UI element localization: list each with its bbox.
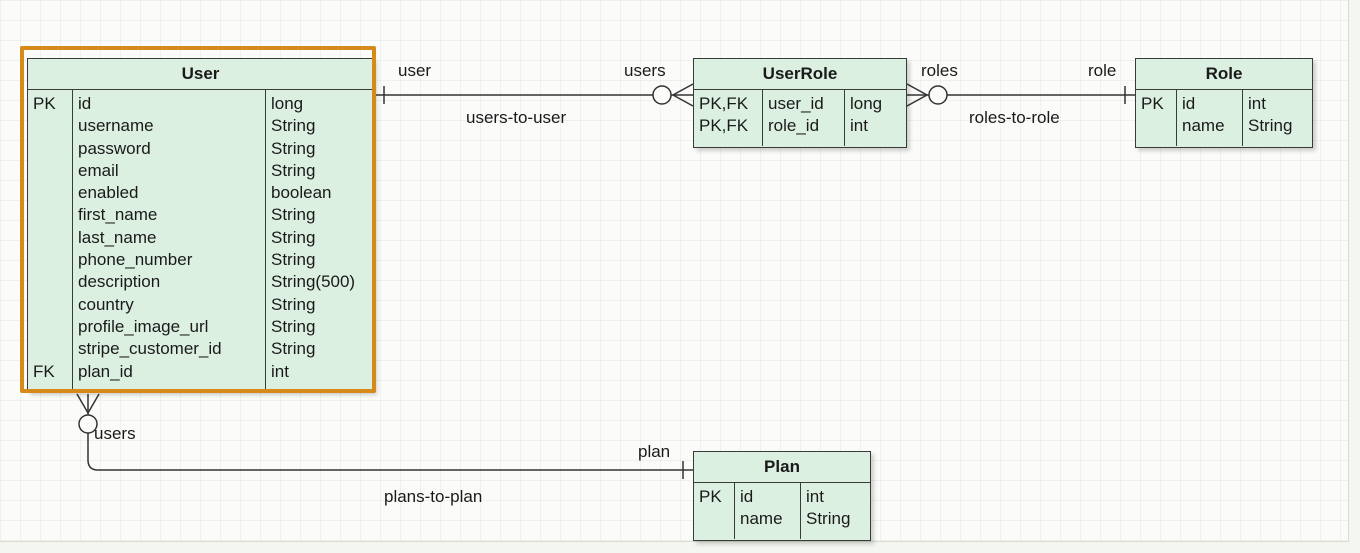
relation-name-plans-to-plan: plans-to-plan (384, 487, 483, 506)
type-column: long String String String boolean String… (265, 90, 373, 390)
field-column: id username password email enabled first… (72, 90, 265, 390)
field-type: String (271, 250, 316, 270)
relation-end-label-roles: roles (921, 61, 958, 80)
type-column: long int (844, 90, 906, 146)
type-column: int String (800, 483, 870, 539)
field-type: String (271, 316, 316, 336)
field-type: long (271, 94, 304, 113)
field-type: String(500) (271, 272, 356, 292)
entity-title: Role (1136, 59, 1312, 90)
field-name: phone_number (78, 250, 193, 270)
field-name: email (78, 160, 119, 180)
field-name: role_id (768, 116, 820, 136)
plan-users-many-marker (76, 393, 100, 415)
field-name: username (78, 116, 154, 136)
field-type: int (271, 361, 289, 381)
field-type: int (806, 487, 824, 506)
key-cell: PK,FK (699, 116, 749, 136)
key-cell (1141, 115, 1171, 137)
field-name: first_name (78, 205, 158, 225)
field-type: String (271, 138, 316, 158)
entity-title-text: Role (1205, 64, 1243, 83)
key-cell: PK (699, 487, 722, 506)
field-column: user_id role_id (762, 90, 844, 146)
field-type: String (1248, 116, 1293, 136)
selection-outline (20, 46, 376, 393)
relation-end-label-users-plan: users (94, 424, 136, 443)
users-optional-marker (652, 85, 672, 105)
field-name: password (78, 138, 151, 158)
field-name: user_id (768, 94, 824, 113)
entity-title: User (28, 59, 373, 90)
roles-many-marker (906, 83, 929, 107)
key-column: PK FK (28, 90, 72, 390)
key-cell: PK (33, 94, 56, 113)
entity-userrole[interactable]: UserRole PK,FK PK,FK user_id role_id lon… (693, 58, 907, 148)
field-name: id (78, 94, 92, 113)
field-type: int (1248, 94, 1266, 113)
field-name: plan_id (78, 361, 133, 381)
field-type: String (271, 227, 316, 247)
field-name: profile_image_url (78, 316, 209, 336)
field-name: name (740, 509, 783, 529)
field-name: stripe_customer_id (78, 339, 222, 359)
relation-end-label-plan: plan (638, 442, 671, 461)
entity-user[interactable]: User PK FK id username password email en… (27, 58, 374, 392)
entity-title-text: User (181, 64, 220, 83)
relation-name-users-to-user: users-to-user (466, 108, 567, 127)
entity-title-text: UserRole (762, 64, 838, 83)
relation-end-label-users: users (624, 61, 666, 80)
entity-title: UserRole (694, 59, 906, 90)
key-cell (699, 508, 729, 530)
field-type: String (806, 509, 851, 529)
type-column: int String (1242, 90, 1312, 146)
field-column: id name (1176, 90, 1242, 146)
entity-plan[interactable]: Plan PK id name int String (693, 451, 871, 541)
field-type: String (271, 205, 316, 225)
users-many-marker (671, 83, 694, 107)
field-name: last_name (78, 227, 157, 247)
plans-to-plan-line (87, 394, 693, 471)
field-type: boolean (271, 183, 332, 203)
key-column: PK (694, 483, 734, 539)
field-type: String (271, 116, 316, 136)
field-type: long (850, 94, 883, 113)
field-type: String (271, 294, 316, 314)
key-column: PK,FK PK,FK (694, 90, 762, 146)
key-cell: PK (1141, 94, 1164, 113)
relation-name-roles-to-role: roles-to-role (969, 108, 1060, 127)
field-name: country (78, 294, 134, 314)
field-name: name (1182, 116, 1225, 136)
key-cell: FK (33, 361, 55, 381)
entity-role[interactable]: Role PK id name int String (1135, 58, 1313, 148)
field-name: description (78, 272, 161, 292)
field-column: id name (734, 483, 800, 539)
relation-end-label-role: role (1088, 61, 1117, 80)
key-column: PK (1136, 90, 1176, 146)
field-type: int (850, 116, 868, 136)
key-cell: PK,FK (699, 94, 749, 113)
field-type: String (271, 160, 316, 180)
relation-end-label-user: user (398, 61, 432, 80)
field-name: id (1182, 94, 1196, 113)
roles-optional-marker (928, 85, 948, 105)
field-type: String (271, 339, 316, 359)
entity-title-text: Plan (764, 457, 800, 476)
plan-users-optional-marker (78, 414, 98, 434)
field-name: id (740, 487, 754, 506)
field-name: enabled (78, 183, 139, 203)
entity-title: Plan (694, 452, 870, 483)
